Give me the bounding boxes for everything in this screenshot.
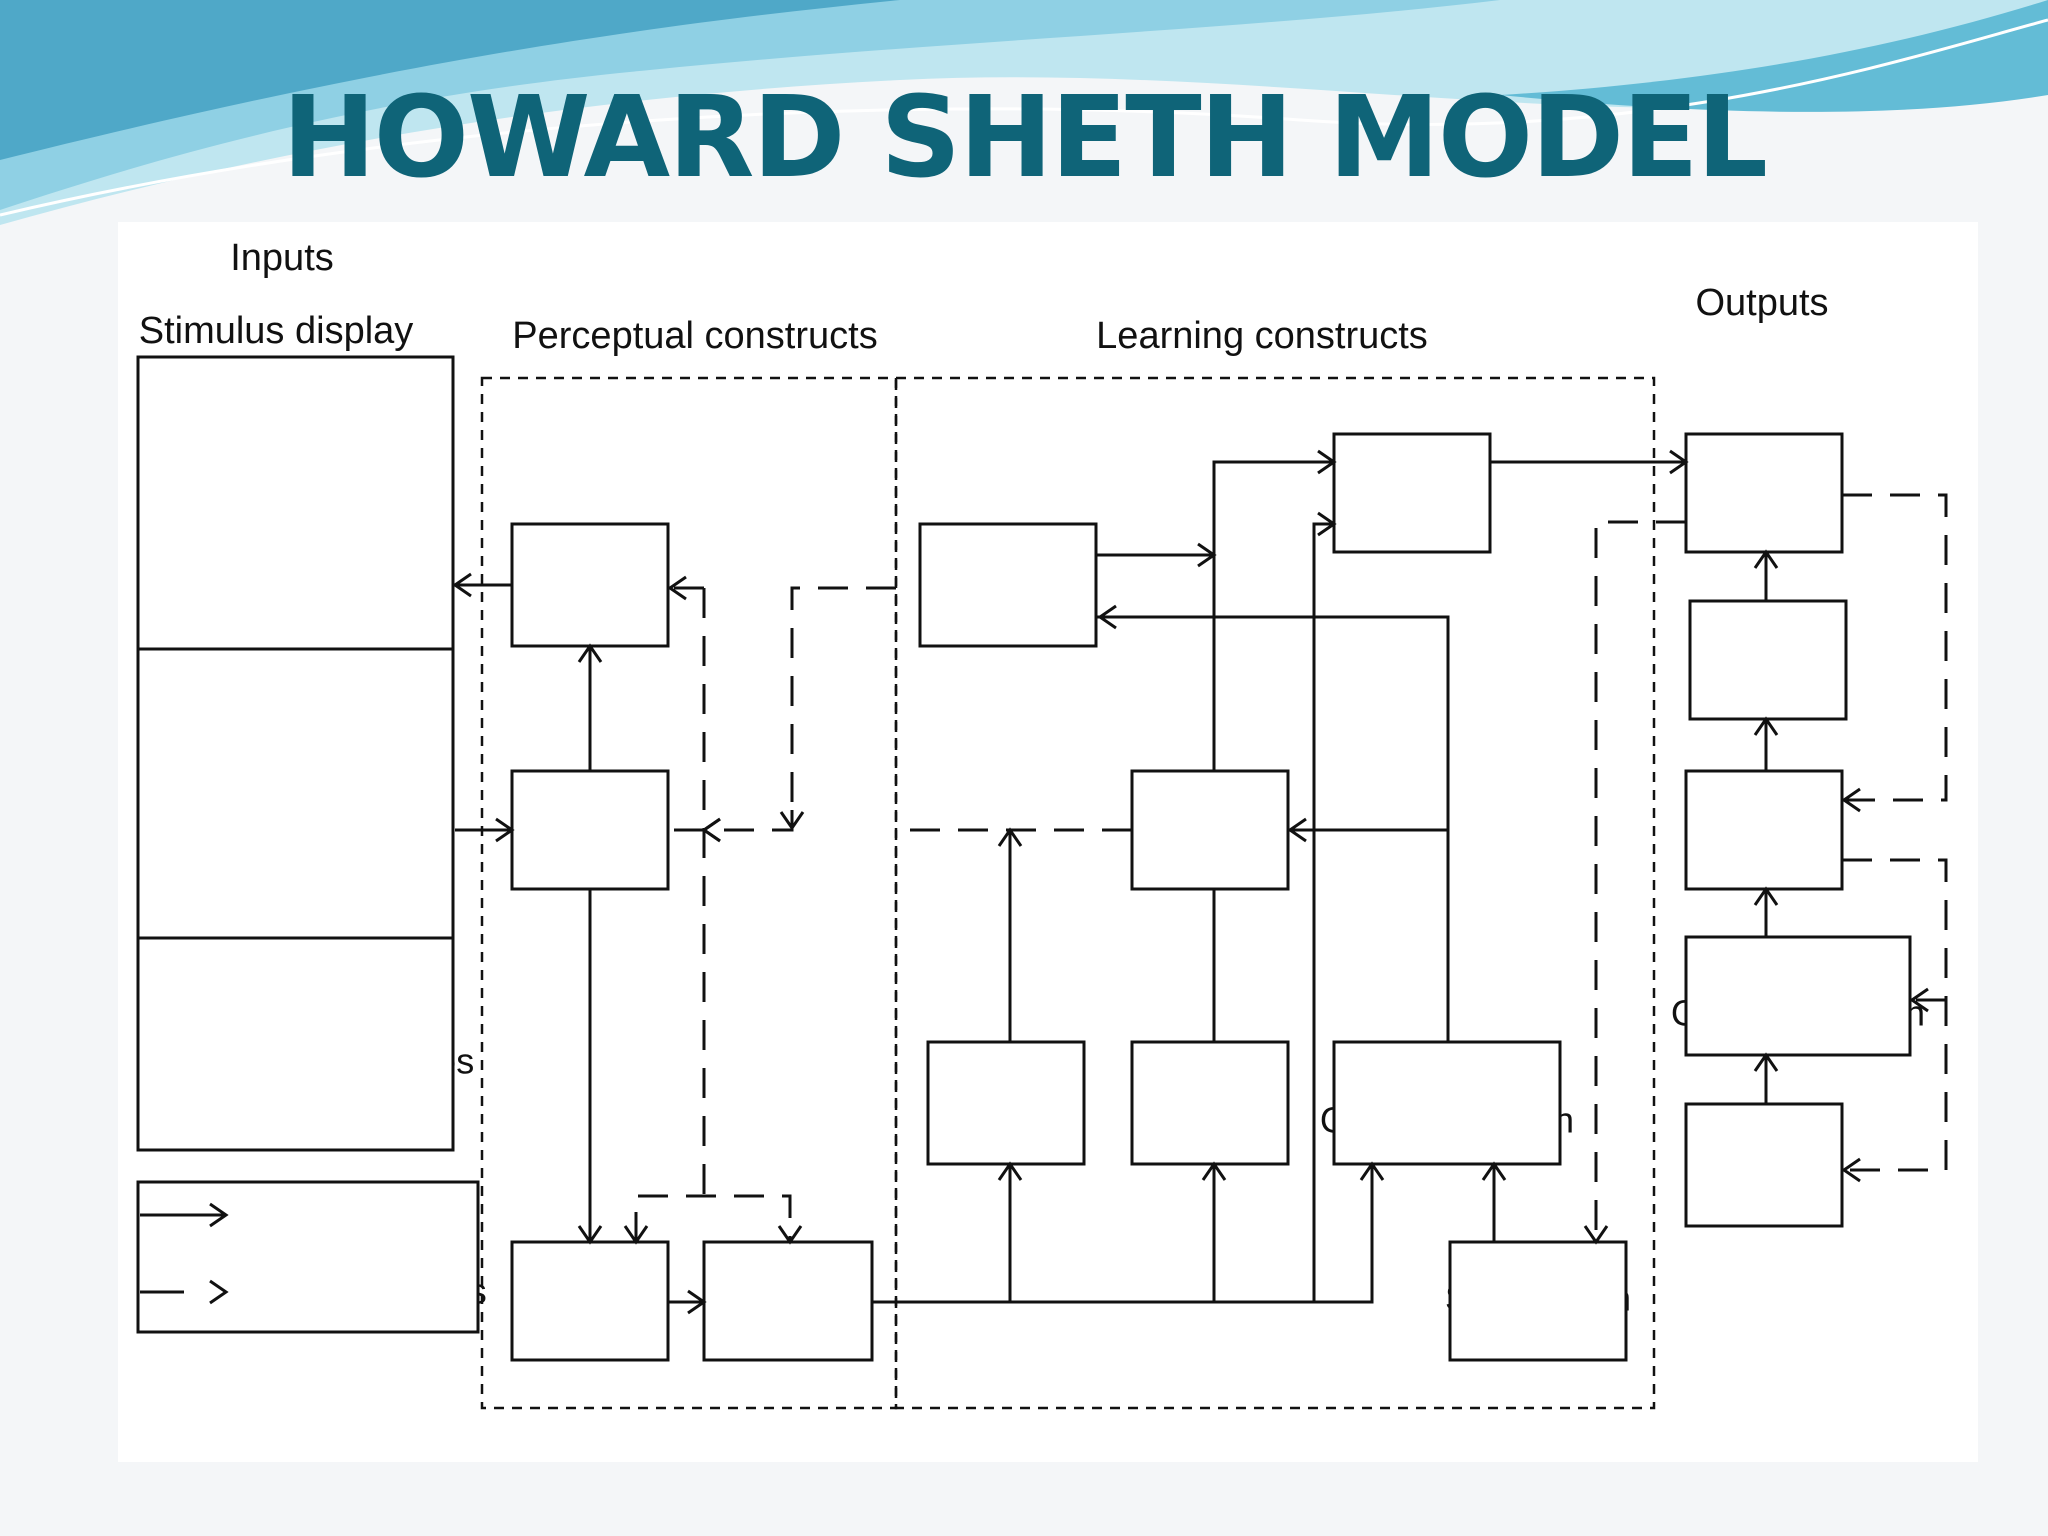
satisfaction-box	[1448, 1240, 1628, 1362]
arrowhead	[1583, 1225, 1609, 1245]
arrowhead	[1841, 1157, 1861, 1183]
learning-constructs-region	[894, 376, 1656, 1410]
arrowhead	[1841, 787, 1861, 813]
arrowhead	[1481, 1161, 1507, 1181]
bias-bus	[872, 1164, 1374, 1304]
output-intention-box	[1688, 599, 1848, 721]
arrowhead	[1201, 1161, 1227, 1181]
attention-box	[510, 1240, 670, 1362]
arrowhead	[209, 1279, 229, 1305]
arrowhead	[1317, 449, 1337, 475]
arrowhead	[1359, 1161, 1385, 1181]
attention-bias-feedback	[634, 1194, 792, 1242]
bias-to-intention	[1312, 522, 1334, 1302]
perceptual-constructs-region	[480, 376, 898, 1410]
perceptual-constructs-header: Perceptual constructs	[512, 315, 877, 357]
attitude-to-attention-feedback	[1842, 858, 1948, 1172]
motives-box	[926, 1040, 1086, 1166]
output-attention-box	[1684, 1102, 1844, 1228]
attitude-to-intention	[1212, 460, 1334, 771]
arrowhead	[1753, 886, 1779, 906]
arrowhead	[623, 1225, 649, 1245]
arrowhead	[1097, 604, 1117, 630]
arrowhead	[687, 1289, 707, 1315]
purchase-to-satisfaction-feedback	[1594, 520, 1686, 1242]
stimulus-ambiguity-box	[510, 769, 670, 891]
overt-search-box	[510, 522, 670, 648]
symbolic-box	[136, 647, 455, 940]
output-purchase-box	[1684, 432, 1844, 554]
attitude-box	[1130, 769, 1290, 891]
inputs-header: Inputs	[230, 237, 334, 279]
arrowhead	[997, 1161, 1023, 1181]
social-box	[136, 936, 455, 1152]
purchase-to-attitude-feedback	[1842, 493, 1948, 802]
arrowhead	[1669, 449, 1689, 475]
arrowhead	[1909, 987, 1929, 1013]
arrowhead	[1753, 1052, 1779, 1072]
outputs-header: Outputs	[1695, 282, 1828, 324]
output-brand-comprehension-box	[1684, 935, 1912, 1057]
arrowhead	[667, 575, 687, 601]
output-attitude-box	[1684, 769, 1844, 891]
confidence-box	[918, 522, 1098, 648]
learning-constructs-header: Learning constructs	[1096, 315, 1428, 357]
header-wave-line	[0, 18, 2048, 217]
arrowhead	[701, 817, 721, 843]
legend-box	[136, 1180, 480, 1334]
arrowhead	[1317, 511, 1337, 537]
header-wave-right	[1500, 0, 2048, 112]
confidence-feedback	[704, 586, 896, 832]
intention-box	[1332, 432, 1492, 554]
arrowhead	[209, 1202, 229, 1228]
arrowhead	[1753, 549, 1779, 569]
slide-title: HOWARD SHETH MODEL	[282, 73, 1768, 203]
arrowhead	[577, 1225, 603, 1245]
header-wave-dark	[0, 0, 900, 160]
brand-to-confidence	[1096, 615, 1450, 1042]
stimulus-display-header: Stimulus display	[139, 310, 414, 352]
brand-comprehension-box	[1332, 1040, 1562, 1166]
arrowhead	[495, 817, 515, 843]
arrowhead	[1753, 716, 1779, 736]
arrowhead	[777, 1225, 803, 1245]
choice-criteria-box	[1130, 1040, 1290, 1166]
arrowhead	[452, 572, 472, 598]
significative-box	[136, 355, 455, 651]
arrowhead	[1287, 817, 1307, 843]
arrowhead	[779, 811, 805, 831]
arrowhead	[577, 643, 603, 663]
perceptual-bias-box	[702, 1240, 874, 1362]
